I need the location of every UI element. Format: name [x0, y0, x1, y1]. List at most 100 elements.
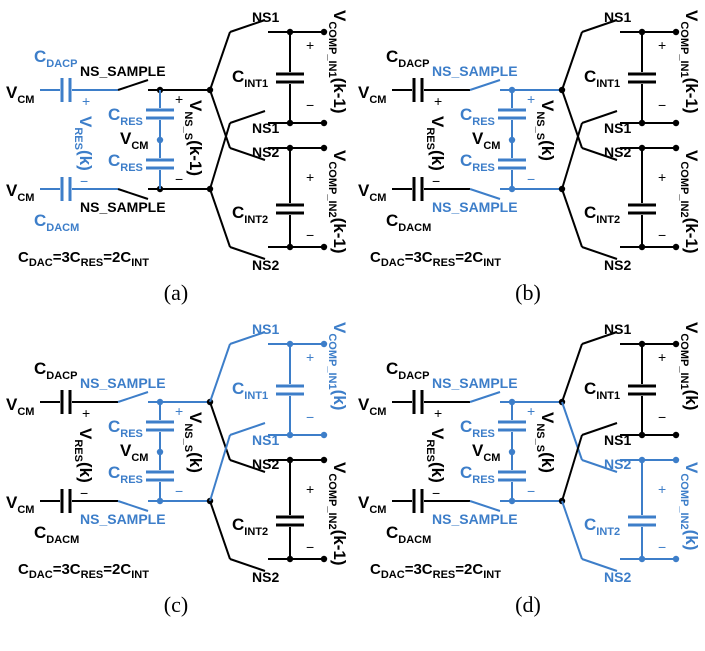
cres-label: CRES	[460, 463, 495, 486]
plus-sign-part: +	[82, 93, 90, 109]
ns-sample-switch-top	[117, 391, 149, 403]
minus-sign-part: −	[306, 97, 314, 113]
cres-label-part: RES	[472, 162, 495, 174]
ns1-label: NS1	[604, 432, 631, 448]
vres-label-part: RES	[424, 439, 436, 462]
vcm-label-part: CM	[131, 452, 148, 464]
ns-sample-switch-bottom	[117, 188, 149, 200]
vns-label-part: NS_S	[182, 111, 194, 140]
cres-label-part: RES	[472, 428, 495, 440]
cint1-label-part: C	[232, 379, 244, 398]
cdacp-label-part: DACP	[46, 370, 77, 382]
ratio-equation-part: C	[18, 561, 29, 578]
panel-a: VCMVCMCDACPCDACM+−VRES(k)NS_SAMPLENS_SAM…	[6, 9, 349, 305]
cdacm-label: CDACM	[386, 211, 431, 234]
vcm-label-part: V	[120, 441, 132, 460]
cres-label-part: RES	[472, 474, 495, 486]
wire	[561, 31, 583, 91]
ns1-switch-bottom	[229, 422, 266, 436]
wire	[209, 500, 231, 560]
vres-label-part: V	[76, 116, 95, 128]
vres-label-part: (k)	[428, 150, 447, 171]
vcomp2-label: VCOMP_IN2(k-1)	[326, 462, 349, 566]
vcomp1-label: VCOMP_IN1(k-1)	[326, 10, 349, 114]
ns1-switch-top	[581, 331, 618, 345]
cdacp-label: CDACP	[34, 47, 77, 70]
node	[320, 555, 328, 563]
cdacm-label: CDACM	[386, 523, 431, 546]
vres-label: VRES(k)	[72, 116, 95, 171]
cint1-label-part: C	[584, 67, 596, 86]
ns2-switch-bottom	[581, 246, 618, 260]
plus-sign: +	[82, 93, 90, 109]
cdacp-label: CDACP	[34, 359, 77, 382]
plus-sign: +	[306, 349, 314, 365]
vns-label: VNS_S(k-1)	[182, 100, 205, 176]
node	[508, 448, 516, 456]
vres-label-part: (k)	[428, 462, 447, 483]
ratio-equation-part: RES	[81, 257, 104, 269]
ns2-label-part: NS2	[604, 144, 631, 160]
ns2-label: NS2	[252, 257, 279, 273]
ratio-equation-part: =3C	[405, 561, 433, 578]
vcm-label: VCM	[358, 83, 386, 106]
node	[672, 243, 680, 251]
ratio-equation-part: =2C	[455, 249, 483, 266]
vcm-label: VCM	[6, 395, 34, 418]
vns-label: VNS_S(k)	[182, 412, 205, 473]
plus-sign: +	[658, 481, 666, 497]
cint1-label: CINT1	[232, 67, 268, 90]
vcm-label-part: V	[358, 181, 370, 200]
cdacp-label-part: DACP	[398, 370, 429, 382]
ratio-equation-part: INT	[483, 257, 501, 269]
cres-label: CRES	[460, 417, 495, 440]
cdacm-label-part: DACM	[398, 534, 431, 546]
vcomp1-label-part: V	[330, 322, 349, 334]
wire	[209, 89, 231, 149]
plus-sign: +	[175, 91, 183, 107]
node	[320, 456, 328, 464]
panel-d: VCMVCMCDACPCDACM+−VRES(k)NS_SAMPLENS_SAM…	[358, 321, 701, 617]
vcomp2-label-part: (k-1)	[330, 218, 349, 254]
plus-sign-part: +	[527, 91, 535, 107]
ns2-switch-bottom	[229, 246, 266, 260]
vres-label-part: RES	[72, 439, 84, 462]
vcomp2-label-part: V	[682, 462, 701, 474]
cres-label-part: C	[108, 463, 120, 482]
ratio-equation-part: =3C	[53, 561, 81, 578]
vres-label-part: (k)	[76, 462, 95, 483]
ns2-label-part: NS2	[252, 456, 279, 472]
minus-sign-part: −	[175, 171, 183, 187]
node	[672, 144, 680, 152]
vcm-label: VCM	[6, 83, 34, 106]
ns1-label-part: NS1	[252, 321, 279, 337]
vcm-label-part: CM	[369, 94, 386, 106]
vns-label: VNS_S(k)	[534, 100, 557, 161]
minus-sign: −	[306, 539, 314, 555]
ns-sample-label-part: NS_SAMPLE	[80, 63, 166, 79]
cres-label-part: C	[460, 105, 472, 124]
plus-sign-part: +	[658, 169, 666, 185]
cint1-label-part: INT1	[244, 78, 268, 90]
cdacp-label-part: DACP	[46, 58, 77, 70]
cdacm-label: CDACM	[34, 211, 79, 234]
ns2-label: NS2	[252, 144, 279, 160]
plus-sign: +	[527, 403, 535, 419]
vns-label: VNS_S(k)	[534, 412, 557, 473]
node	[156, 136, 164, 144]
plus-sign-part: +	[527, 403, 535, 419]
vcm-label-part: CM	[17, 406, 34, 418]
ns1-switch-bottom	[229, 110, 266, 124]
ratio-equation-part: =2C	[103, 249, 131, 266]
ns2-label: NS2	[604, 257, 631, 273]
cint2-label-part: C	[584, 203, 596, 222]
ns1-label-part: NS1	[604, 120, 631, 136]
cres-label-part: RES	[120, 428, 143, 440]
vcm-label: VCM	[6, 181, 34, 204]
cint2-label-part: C	[232, 515, 244, 534]
node	[320, 119, 328, 127]
ns1-switch-top	[229, 19, 266, 33]
vcomp2-label-part: V	[682, 150, 701, 162]
ratio-equation-part: INT	[131, 257, 149, 269]
